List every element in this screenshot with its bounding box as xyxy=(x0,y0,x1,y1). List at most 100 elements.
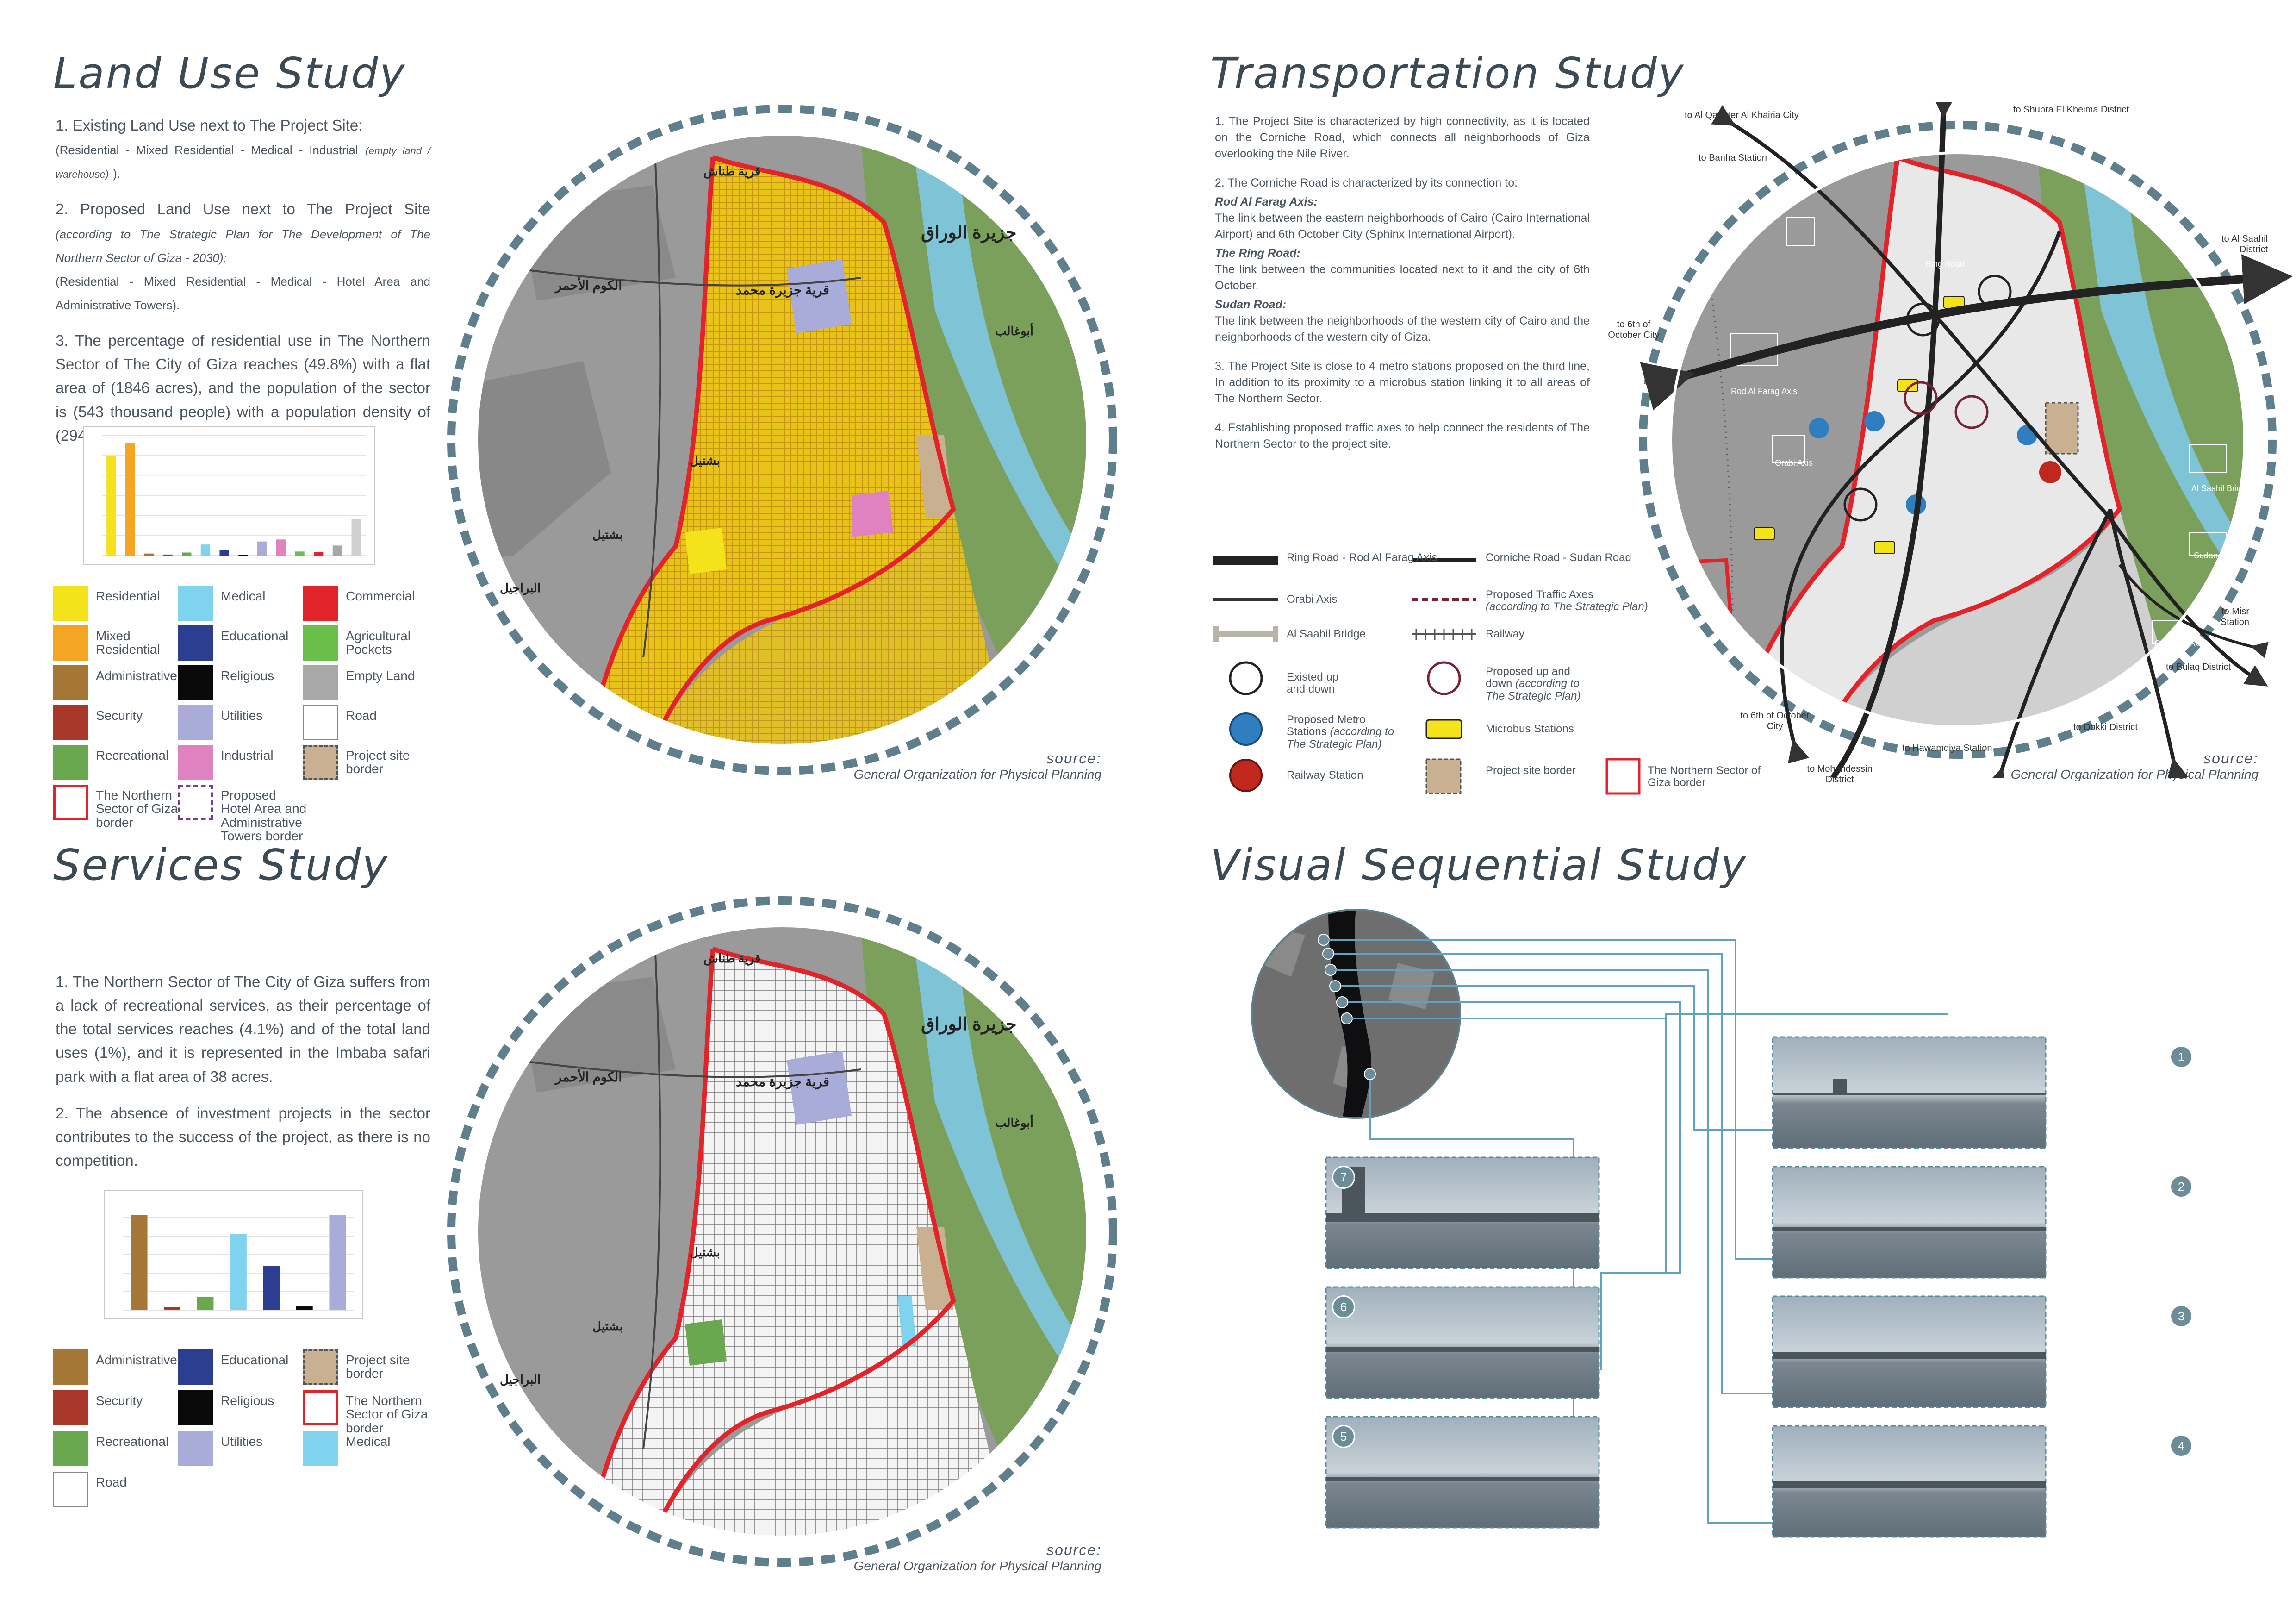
arrow-label-1: to Al Qanater Al Khairia City xyxy=(1685,110,1799,120)
legend-swatch xyxy=(178,785,213,820)
sv-map-label-8: أبوغالب xyxy=(995,1116,1033,1130)
lu-p1-sub: (Residential - Mixed Residential - Medic… xyxy=(56,143,358,157)
legend-swatch xyxy=(53,625,88,661)
transport-text: 1. The Project Site is characterized by … xyxy=(1215,113,1590,465)
source-text: General Organization for Physical Planni… xyxy=(2010,767,2259,781)
legend-swatch xyxy=(53,665,88,700)
map-label-4: قرية جزيرة محمد xyxy=(736,283,829,297)
tr-legend-5: Al Saahil Bridge xyxy=(1287,628,1366,640)
arrow-label-8: to 6th of October City xyxy=(1740,711,1810,731)
tr-legend-8-note: (according to The Strategic Plan) xyxy=(1486,677,1581,702)
visual-sequence-diagram xyxy=(1251,909,2047,1538)
tr-p3: 3. The Project Site is close to 4 metro … xyxy=(1215,360,1590,405)
tr-t-ring: The link between the communities located… xyxy=(1215,263,1590,292)
legend-label: Residential xyxy=(96,589,160,603)
legend-label: Road xyxy=(346,708,377,723)
sv-p1: 1. The Northern Sector of The City of Gi… xyxy=(56,973,430,1085)
sv-map-label-7: البراجيل xyxy=(500,1373,541,1387)
sv-map-label-3: الكوم الأحمر xyxy=(555,1070,622,1084)
tr-legend-6: Railway xyxy=(1486,628,1525,640)
legend-swatch xyxy=(303,1431,338,1466)
tr-legend-10: Microbus Stations xyxy=(1486,723,1574,735)
legend-label: Educational xyxy=(221,629,289,643)
land-use-bar-chart xyxy=(83,426,375,565)
photo-2 xyxy=(1772,1166,2047,1279)
arrow-label-10: to Hawamdiya Station xyxy=(1902,743,1992,753)
legend-label: Medical xyxy=(346,1434,391,1449)
legend-label: Recreational xyxy=(96,1434,169,1449)
legend-label: Project site border xyxy=(346,748,410,776)
sv-map-label-6: بشتيل xyxy=(592,1319,623,1333)
legend-label: Religious xyxy=(221,1393,274,1408)
photo-number-5: 5 xyxy=(1332,1425,1355,1448)
legend-swatch xyxy=(178,665,213,700)
legend-label: Administrative xyxy=(96,1353,177,1367)
tr-legend-2: Corniche Road - Sudan Road xyxy=(1486,551,1631,564)
arrow-label-11: to Mohandessin District xyxy=(1807,764,1873,785)
map-box-label-2: Rod Al Farag Axis xyxy=(1731,387,1798,396)
lu-p1-end: ). xyxy=(113,167,121,181)
legend-label: Religious xyxy=(221,668,274,683)
tr-legend-7: Existed up and down xyxy=(1287,671,1339,696)
arrow-label-7: to Bulaq District xyxy=(2166,662,2231,672)
sv-map-label-1: قرية طناش xyxy=(703,951,761,965)
photo-number-2: 2 xyxy=(2170,1175,2193,1198)
arrow-label-4: to Al Saahil District xyxy=(2221,234,2268,255)
legend-swatch xyxy=(303,705,338,740)
legend-swatch xyxy=(178,1431,213,1466)
legend-label: Utilities xyxy=(221,708,263,723)
tr-legend-4-note: (according to The Strategic Plan) xyxy=(1486,600,1648,613)
tr-legend-9-label: Proposed Metro Stations xyxy=(1287,713,1366,738)
land-use-text: 1. Existing Land Use next to The Project… xyxy=(56,113,430,460)
chart-bar xyxy=(276,539,286,556)
photo-number-4: 4 xyxy=(2170,1434,2193,1457)
arrow-label-3: to Banha Station xyxy=(1699,153,1767,163)
legend-swatch xyxy=(178,745,213,780)
tr-legend-8: Proposed up and down (according to The S… xyxy=(1486,665,1597,702)
land-use-map xyxy=(447,105,1117,775)
chart-bar xyxy=(219,550,229,556)
map-box-label-1: Ring Road xyxy=(1925,259,1965,269)
lu-p2-main: 2. Proposed Land Use next to The Project… xyxy=(56,200,430,218)
legend-swatch xyxy=(178,625,213,661)
transport-legend: Ring Road - Rod Al Farag Axis Corniche R… xyxy=(1213,546,1761,806)
photo-number-1: 1 xyxy=(2170,1045,2193,1068)
legend-label: Educational xyxy=(221,1353,289,1367)
legend-label: Security xyxy=(96,708,143,723)
transport-title: Transportation Study xyxy=(1210,49,1685,98)
chart-bar xyxy=(238,555,248,556)
map-label-3: الكوم الأحمر xyxy=(555,278,622,293)
chart-bar xyxy=(144,553,154,556)
legend-label: The Northern Sector of Giza border xyxy=(96,788,178,830)
legend-swatch xyxy=(53,1472,88,1507)
land-use-source: source: General Organization for Physica… xyxy=(764,750,1101,782)
legend-swatch xyxy=(53,1431,88,1466)
lu-p1-main: 1. Existing Land Use next to The Project… xyxy=(56,117,363,134)
tr-p1: 1. The Project Site is characterized by … xyxy=(1215,115,1590,160)
legend-label: Utilities xyxy=(221,1434,263,1449)
legend-swatch xyxy=(303,665,338,700)
legend-swatch xyxy=(303,1349,338,1385)
legend-label: Security xyxy=(96,1393,143,1408)
legend-swatch xyxy=(178,1390,213,1425)
tr-legend-1: Ring Road - Rod Al Farag Axis xyxy=(1287,551,1437,564)
legend-label: Medical xyxy=(221,589,266,603)
map-label-5: بشتيل xyxy=(690,454,720,468)
chart-bar xyxy=(197,1297,214,1310)
map-label-7: البراجيل xyxy=(500,581,541,595)
transport-source: source: General Organization for Physica… xyxy=(1921,750,2259,782)
services-text: 1. The Northern Sector of The City of Gi… xyxy=(56,970,430,1185)
services-title: Services Study xyxy=(53,840,389,890)
chart-bar xyxy=(106,456,116,556)
source-label: source: xyxy=(1046,1542,1101,1558)
tr-p2: 2. The Corniche Road is characterized by… xyxy=(1215,176,1518,189)
chart-bar xyxy=(296,1306,313,1310)
lu-p1-small: (empty land / warehouse) xyxy=(56,145,430,181)
tr-legend-3: Orabi Axis xyxy=(1287,593,1338,606)
photo-number-3: 3 xyxy=(2170,1305,2193,1328)
tr-h-sudan: Sudan Road: xyxy=(1215,298,1287,311)
chart-bar xyxy=(329,1215,346,1310)
visual-title: Visual Sequential Study xyxy=(1210,840,1747,890)
photo-5 xyxy=(1325,1416,1600,1529)
